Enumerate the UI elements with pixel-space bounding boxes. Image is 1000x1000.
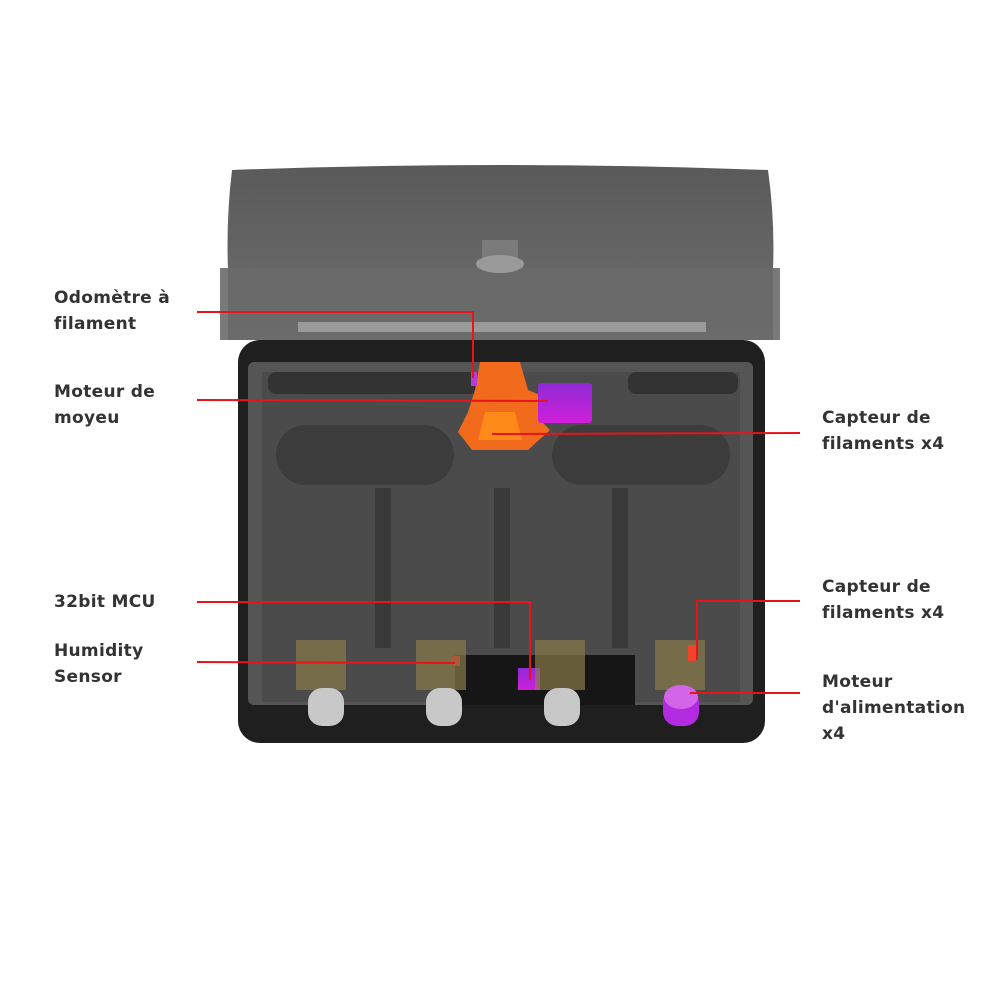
leader-odometer (197, 311, 474, 378)
feeder-units (296, 640, 705, 726)
label-filament-sensor-bottom: Capteur de filaments x4 (822, 577, 945, 623)
lid-latch (476, 255, 524, 273)
vent-left (276, 425, 454, 485)
vent-right (552, 425, 730, 485)
leader-sensor-bottom (696, 600, 800, 660)
leader-sensor-top (491, 432, 801, 435)
leader-lines (196, 311, 801, 694)
label-filament-sensor-top: Capteur de filaments x4 (822, 408, 945, 454)
label-humidity-sensor: Humidity Sensor (54, 641, 144, 687)
label-feed-motor: Moteur d'alimentation x4 (822, 672, 966, 744)
leader-hub-motor (196, 399, 549, 402)
label-odometer: Odomètre à filament (54, 288, 170, 334)
leader-mcu (197, 601, 531, 680)
label-hub-motor: Moteur de moyeu (54, 382, 156, 428)
leader-humidity (196, 661, 456, 664)
hub-motor (538, 383, 592, 423)
label-mcu: 32bit MCU (54, 592, 156, 612)
